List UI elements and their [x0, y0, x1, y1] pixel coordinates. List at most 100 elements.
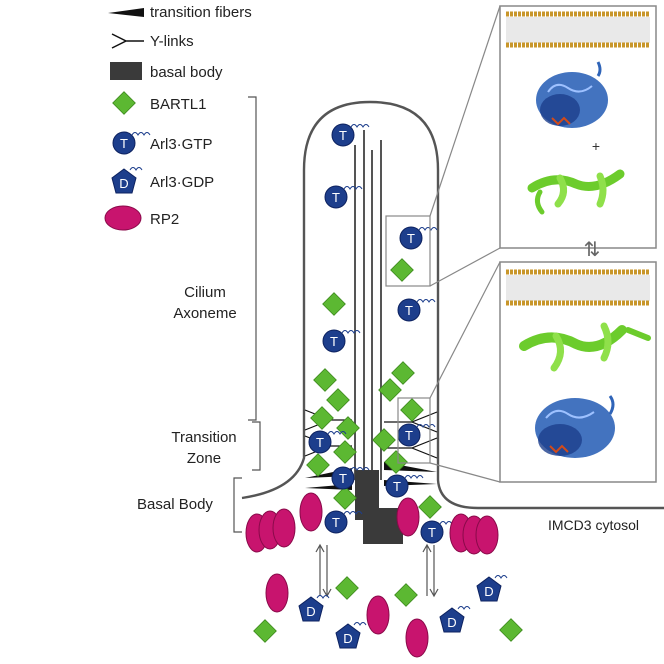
rp2-marker: [396, 497, 420, 537]
basal-body-bracket: [233, 477, 242, 533]
cilium-label: Cilium: [184, 284, 226, 301]
legend-label: transition fibers: [150, 4, 252, 21]
bartl1-marker: [335, 576, 359, 600]
arl3-gtp-icon: [112, 131, 151, 155]
cytosol-label: IMCD3 cytosol: [548, 517, 639, 533]
svg-text:D: D: [306, 604, 315, 619]
legend-label: BARTL1: [150, 96, 206, 113]
legend-transition-fibers: transition fibers: [108, 4, 252, 21]
arl3-gdp-proteins: D D D D: [298, 575, 508, 649]
svg-text:T: T: [330, 334, 338, 349]
bartl1-icon: [112, 91, 136, 115]
svg-text:T: T: [405, 303, 413, 318]
bartl1-marker: [400, 398, 424, 422]
arl3-gdp-marker: D: [335, 622, 367, 649]
rp2-marker: [265, 573, 289, 613]
equilibrium-arrows: ⇅: [584, 237, 601, 261]
arl3-gtp-marker: T: [324, 510, 363, 534]
svg-text:D: D: [343, 631, 352, 646]
bartl1-marker: [333, 486, 357, 510]
membrane-bilayer: [506, 11, 650, 48]
svg-text:T: T: [316, 435, 324, 450]
svg-text:T: T: [339, 471, 347, 486]
arl3-gdp-marker: D: [476, 575, 508, 602]
rp2-marker: [366, 595, 390, 635]
svg-text:T: T: [428, 525, 436, 540]
bartl1-marker: [499, 618, 523, 642]
transition-label: Transition: [171, 429, 236, 446]
bartl1-marker: [322, 292, 346, 316]
arl3-structure: [535, 395, 615, 458]
legend-bartl1: BARTL1: [112, 91, 206, 115]
rp2-marker: [272, 508, 296, 548]
zone-label: Zone: [187, 450, 221, 467]
zoom-lines: [385, 5, 501, 483]
arl3-gtp-marker: T: [420, 520, 459, 544]
legend-label: Y-links: [150, 33, 194, 50]
transition-fiber-icon: [108, 8, 144, 17]
cilium-membrane: [241, 100, 664, 510]
arl3-structure: [536, 61, 608, 128]
legend-y-links: Y-links: [111, 33, 194, 50]
arl3-gtp-marker: T: [397, 423, 436, 447]
legend-label: RP2: [150, 211, 179, 228]
rp2-marker: [405, 618, 429, 658]
arl3-gtp-marker: T: [322, 329, 361, 353]
arl3-gdp-marker: D: [298, 595, 330, 622]
svg-text:D: D: [447, 615, 456, 630]
axoneme-label: Axoneme: [173, 305, 236, 322]
arl3-gtp-proteins: T T T T T T T T T T T: [308, 123, 459, 544]
arl3-gtp-marker: T: [324, 185, 363, 209]
tz-bracket: [252, 421, 261, 471]
region-brackets: [233, 96, 261, 533]
bartl1-marker: [333, 440, 357, 464]
bartl1-marker: [418, 495, 442, 519]
rp2-marker: [475, 515, 499, 555]
basal-body-label: Basal Body: [137, 496, 213, 513]
arl3-gtp-marker: T: [397, 298, 436, 322]
svg-text:T: T: [393, 479, 401, 494]
legend-label: Arl3·GTP: [150, 136, 213, 153]
bartl1-marker: [390, 258, 414, 282]
zoom-box-upper: [385, 215, 431, 287]
bartl1-marker: [391, 361, 415, 385]
basal-body: [355, 470, 403, 544]
bartl1-marker: [326, 388, 350, 412]
bartl1-marker: [313, 368, 337, 392]
upper-zoom-panel: +: [499, 5, 657, 249]
legend-label: Arl3·GDP: [150, 174, 214, 191]
svg-text:D: D: [484, 584, 493, 599]
arl3-gtp-marker: T: [308, 430, 347, 454]
legend-arl3-gtp: T Arl3·GTP: [112, 131, 213, 155]
zoom-box-lower: [397, 397, 431, 464]
bartl1-marker: [394, 583, 418, 607]
arl3-gdp-marker: D: [439, 606, 471, 633]
arl3-gtp-marker: T: [399, 226, 438, 250]
legend-rp2: RP2: [104, 205, 179, 231]
exchange-arrows: [315, 543, 439, 598]
legend-arl3-gdp: D Arl3·GDP: [111, 167, 214, 194]
arl3-gtp-marker: T: [331, 466, 370, 490]
legend-label: basal body: [150, 64, 223, 81]
arl3-gtp-marker: T: [331, 123, 370, 147]
basal-body-icon: [110, 62, 142, 80]
bartl1-marker: [306, 453, 330, 477]
bartl1-marker: [253, 619, 277, 643]
lower-zoom-panel: [499, 261, 657, 483]
gtp-letter: T: [120, 136, 128, 151]
bartl1-structure: [527, 169, 625, 215]
cilium-bracket: [248, 96, 257, 421]
rp2-marker: [299, 492, 323, 532]
legend-basal-body: basal body: [110, 62, 223, 81]
svg-text:T: T: [407, 231, 415, 246]
bartl1-structure: [519, 322, 651, 372]
plus-sign: +: [592, 138, 600, 154]
y-link-icon: [111, 33, 144, 49]
svg-text:T: T: [405, 428, 413, 443]
rp2-icon: [104, 205, 142, 231]
svg-text:T: T: [332, 190, 340, 205]
svg-text:T: T: [339, 128, 347, 143]
svg-text:T: T: [332, 515, 340, 530]
membrane-bilayer: [506, 269, 650, 306]
